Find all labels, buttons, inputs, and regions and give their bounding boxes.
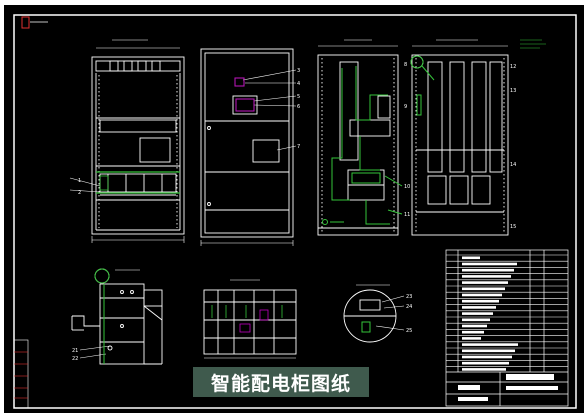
callout-11: 11 (404, 212, 410, 218)
parts-list-entry (462, 337, 481, 340)
callout-14: 14 (510, 162, 516, 168)
front-panel-green-bands (96, 171, 180, 194)
callout-8: 8 (404, 62, 407, 68)
rear-panel-title-green (520, 39, 546, 49)
detail-b-view (343, 284, 405, 343)
parts-list-entry (462, 268, 514, 272)
door-panel-magenta-frame (234, 77, 255, 112)
parts-list-entry (462, 349, 515, 353)
callout-10: 10 (404, 184, 410, 190)
drawing-caption: 智能配电柜图纸 (193, 367, 369, 397)
parts-list-entry (462, 312, 493, 315)
revision-block (13, 339, 29, 409)
parts-list-entry (462, 361, 509, 365)
parts-list-entry (462, 275, 511, 278)
callout-4: 4 (297, 81, 300, 87)
parts-list-entry (462, 299, 499, 303)
parts-list-entry (462, 281, 508, 284)
front-panel-view (69, 39, 185, 243)
callout-25: 25 (406, 328, 412, 334)
callout-6: 6 (297, 104, 300, 110)
rear-panel-green-marks (410, 55, 435, 116)
parts-list-entry (462, 306, 496, 309)
callout-3: 3 (297, 68, 300, 74)
parts-list-entry (462, 324, 487, 328)
detail-plan-magenta (239, 309, 269, 333)
callout-24: 24 (406, 304, 412, 310)
side-section-green-wiring (322, 66, 403, 225)
parts-list-entry (462, 256, 480, 260)
sheet-border (13, 14, 577, 409)
callout-1: 1 (78, 178, 81, 184)
callout-15: 15 (510, 224, 516, 230)
callout-5: 5 (297, 94, 300, 100)
callout-23: 23 (406, 294, 412, 300)
parts-list-entry (462, 318, 490, 322)
detail-a-green (94, 268, 110, 364)
callout-22: 22 (72, 356, 78, 362)
parts-list-entry (462, 343, 518, 346)
detail-plan-green (211, 305, 283, 318)
detail-plan-view (203, 279, 297, 359)
title-block-marks (458, 374, 558, 401)
callout-2: 2 (78, 190, 81, 196)
parts-list-entry (462, 262, 517, 266)
parts-list-entry (462, 355, 512, 359)
parts-list-entry (462, 330, 484, 334)
parts-list-entry (462, 287, 505, 291)
callout-9: 9 (404, 104, 407, 110)
parts-list-rows (446, 254, 568, 371)
parts-list-entry (462, 293, 502, 297)
rear-panel-view (410, 39, 509, 236)
callout-12: 12 (510, 64, 516, 70)
side-section-view (317, 39, 399, 236)
callout-21: 21 (72, 348, 78, 354)
top-left-mark (21, 16, 48, 29)
detail-b-green (361, 321, 371, 333)
detail-a-view (71, 268, 163, 365)
callout-13: 13 (510, 88, 516, 94)
callout-7: 7 (297, 144, 300, 150)
parts-list-entry (462, 368, 506, 371)
